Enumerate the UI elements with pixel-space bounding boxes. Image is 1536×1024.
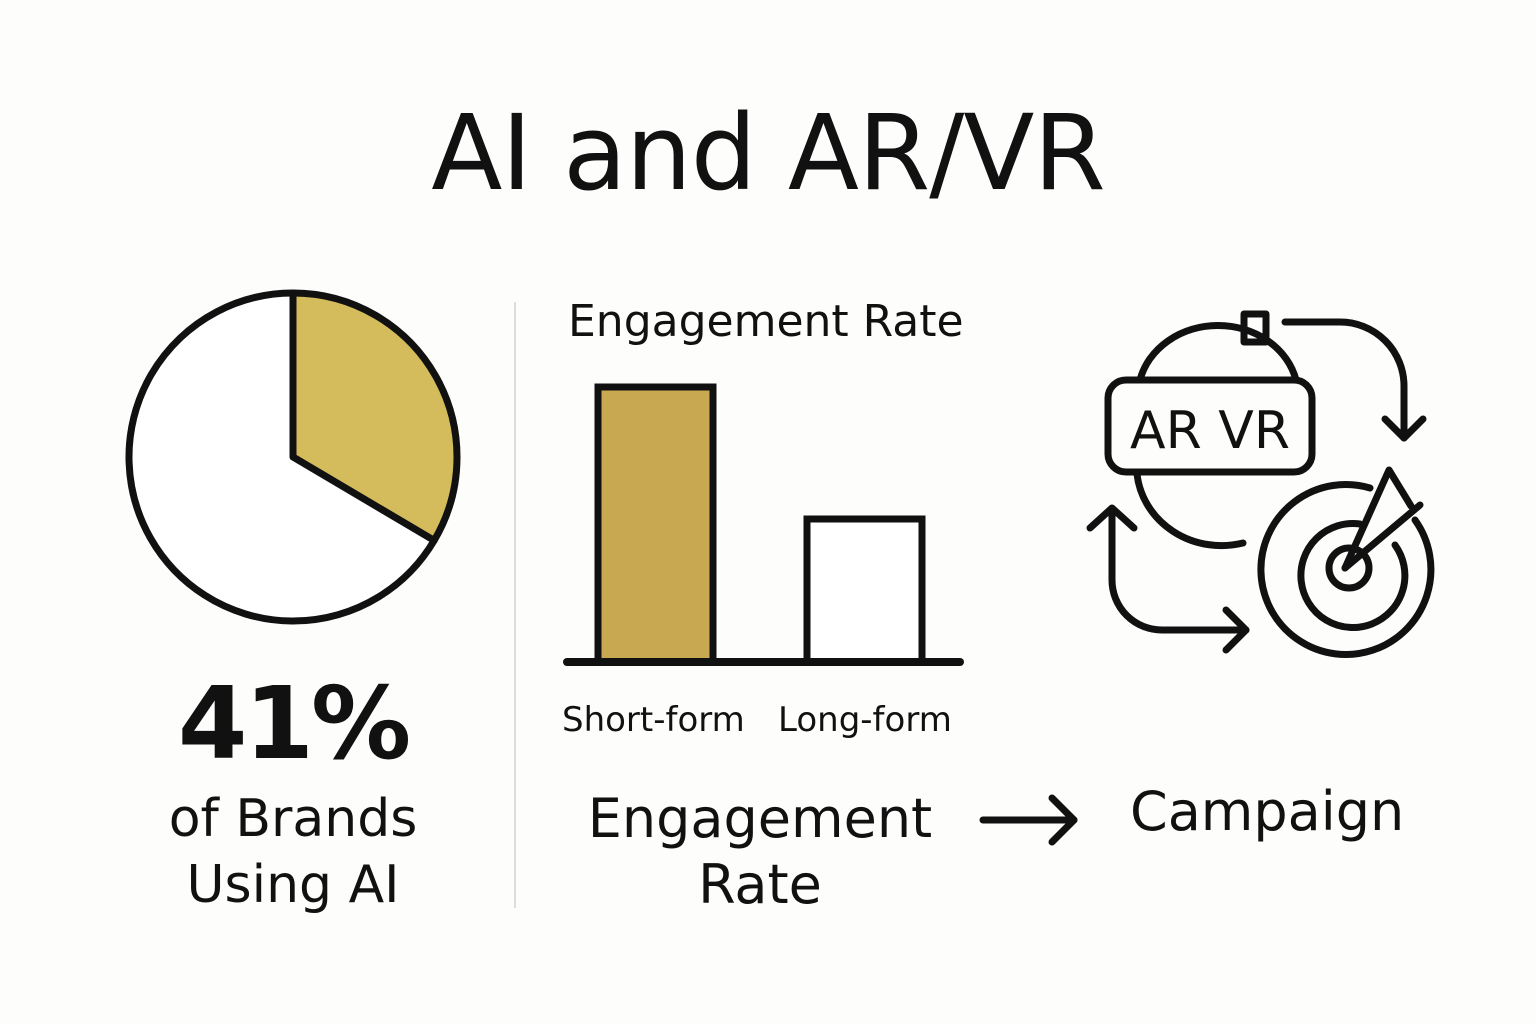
bar-chart (563, 383, 964, 666)
ai-stat-label-line2: Using AI (186, 855, 400, 915)
flow-from-line1: Engagement (587, 787, 933, 850)
x-tick-label: Long-form (778, 700, 952, 740)
flow-to-label: Campaign (1130, 780, 1405, 843)
pie-slice (125, 289, 438, 625)
ar-vr-headset-target-cycle-icon: AR VR (1086, 310, 1435, 658)
x-tick-label: Short-form (562, 700, 745, 740)
bar-short-form (594, 383, 717, 666)
page-title: AI and AR/VR (431, 92, 1105, 214)
ai-stat-label: of Brands Using AI (118, 786, 468, 918)
flow-from-line2: Rate (698, 853, 822, 916)
pie-chart (125, 289, 461, 625)
ai-stat-value: 41% (177, 665, 411, 782)
bar-chart-title: Engagement Rate (568, 296, 964, 347)
flow-arrow-icon (979, 794, 1078, 846)
divider (514, 302, 516, 908)
bar-long-form (803, 515, 926, 666)
flow-from-label: Engagement Rate (560, 786, 960, 918)
ai-stat-label-line1: of Brands (168, 789, 418, 849)
headset-text: AR VR (1130, 401, 1290, 461)
